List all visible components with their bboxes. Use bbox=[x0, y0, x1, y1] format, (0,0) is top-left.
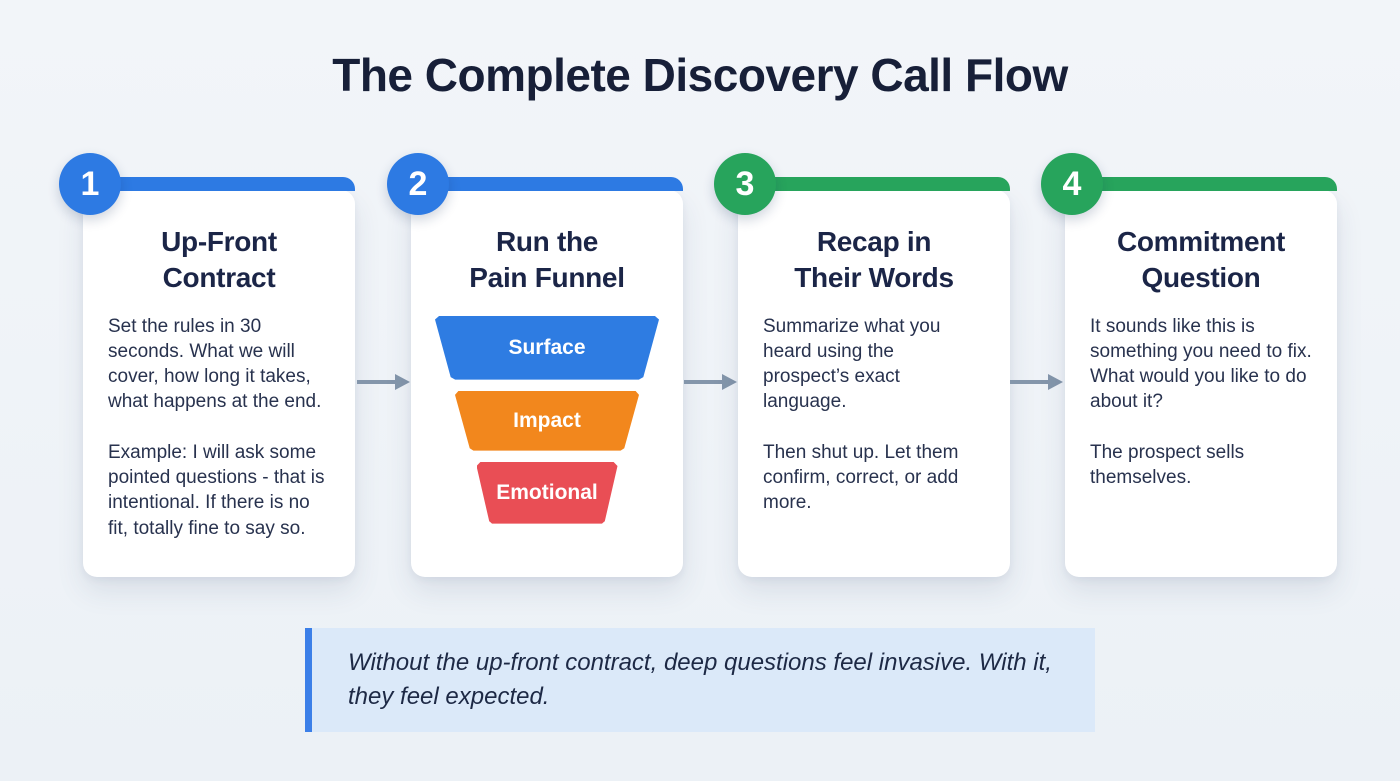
flow-arrow-icon bbox=[1010, 374, 1063, 390]
arrow-shaft bbox=[1010, 380, 1052, 384]
funnel-layer-emotional: Emotional bbox=[476, 461, 618, 524]
arrow-head bbox=[1048, 374, 1063, 390]
quote-callout: Without the up-front contract, deep ques… bbox=[305, 628, 1095, 733]
flow-arrow-icon bbox=[357, 374, 410, 390]
step-card-4: 4 Commitment Question It sounds like thi… bbox=[1041, 153, 1337, 577]
step-card-3: 3 Recap in Their Words Summarize what yo… bbox=[714, 153, 1010, 577]
arrow-shaft bbox=[357, 380, 399, 384]
step-3-number-badge: 3 bbox=[714, 153, 776, 215]
funnel-layer-surface: Surface bbox=[435, 315, 659, 380]
step-card-2: 2 Run the Pain Funnel Surface Impact Emo… bbox=[387, 153, 683, 577]
pain-funnel: Surface Impact Emotional bbox=[411, 315, 683, 524]
step-4-paragraph: It sounds like this is something you nee… bbox=[1090, 315, 1312, 413]
step-card-1: 1 Up-Front Contract Set the rules in 30 … bbox=[59, 153, 355, 577]
step-3-title: Recap in Their Words bbox=[794, 226, 954, 293]
flow-arrow-icon bbox=[684, 374, 737, 390]
step-1-paragraph: Set the rules in 30 seconds. What we wil… bbox=[108, 315, 322, 413]
step-4-accent-bar bbox=[1087, 177, 1337, 191]
funnel-layer-impact: Impact bbox=[455, 390, 639, 451]
step-4-number-badge: 4 bbox=[1041, 153, 1103, 215]
page-title: The Complete Discovery Call Flow bbox=[332, 49, 1068, 101]
step-1-accent-bar bbox=[105, 177, 355, 191]
step-3-paragraph: Summarize what you heard using the prosp… bbox=[763, 315, 941, 413]
step-2-title: Run the Pain Funnel bbox=[469, 226, 625, 293]
quote-text: Without the up-front contract, deep ques… bbox=[348, 649, 1052, 711]
arrow-head bbox=[722, 374, 737, 390]
arrow-head bbox=[395, 374, 410, 390]
step-3-paragraph: Then shut up. Let them confirm, correct,… bbox=[763, 441, 959, 514]
arrow-shaft bbox=[684, 380, 726, 384]
step-4-paragraph: The prospect sells themselves. bbox=[1090, 441, 1245, 488]
step-1-title: Up-Front Contract bbox=[161, 226, 277, 293]
step-3-accent-bar bbox=[760, 177, 1010, 191]
step-4-title: Commitment Question bbox=[1116, 226, 1286, 293]
step-1-paragraph: Example: I will ask some pointed questio… bbox=[108, 441, 325, 539]
step-2-number-badge: 2 bbox=[387, 153, 449, 215]
step-1-number-badge: 1 bbox=[59, 153, 121, 215]
step-2-accent-bar bbox=[433, 177, 683, 191]
